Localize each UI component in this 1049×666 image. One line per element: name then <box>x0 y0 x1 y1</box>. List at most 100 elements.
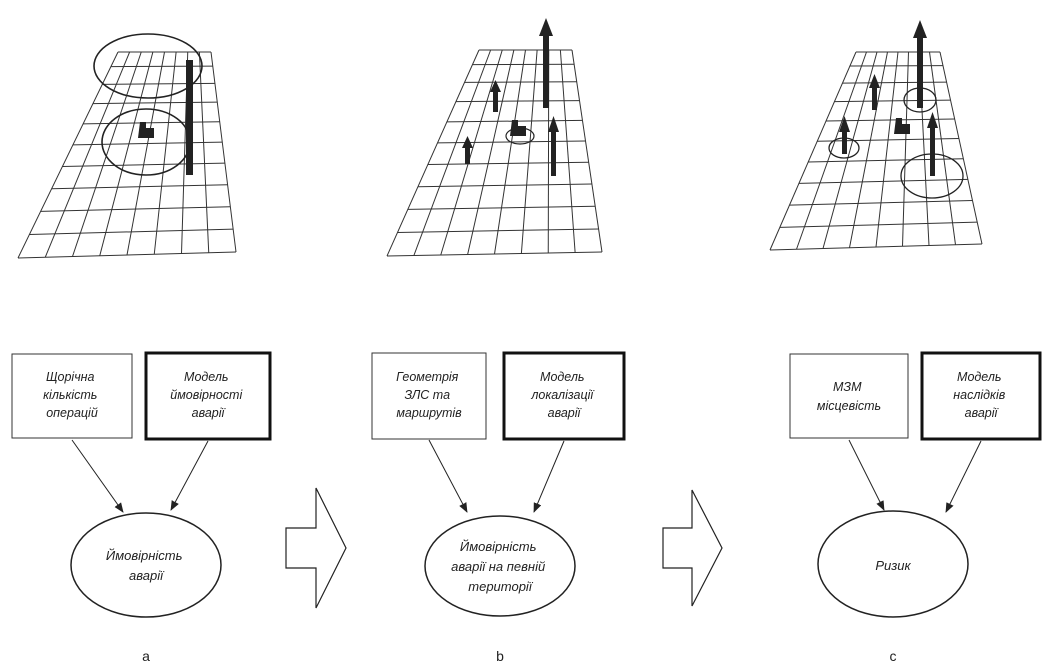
result-ellipse-text: Ймовірність аварії <box>106 547 186 583</box>
transition-arrow-a-to-b <box>285 487 347 609</box>
flow-arrow <box>848 439 885 511</box>
model-box-right <box>502 351 626 441</box>
probability-arrow-head <box>548 116 559 132</box>
grid-line <box>29 228 234 235</box>
input-box-left-text: Щорічна кількість операцій <box>43 370 101 420</box>
terrain-grid-c <box>769 51 983 251</box>
grid-line <box>40 206 231 212</box>
panel-label: b <box>496 648 504 664</box>
probability-bar <box>465 148 470 164</box>
probability-arrow-head <box>462 136 473 148</box>
grid-line <box>44 51 131 258</box>
installation-icon <box>138 122 154 138</box>
grid-a-markers <box>138 60 193 175</box>
result-ellipse <box>70 512 222 618</box>
grid-line <box>83 121 220 125</box>
risk-bar <box>930 128 935 176</box>
grid-line <box>397 228 599 233</box>
panel-label: a <box>142 648 150 664</box>
flow-arrow <box>170 440 209 511</box>
flow-arrow <box>428 439 468 513</box>
panel-a-flow: Щорічна кількість операцій Модель ймовір… <box>11 351 272 664</box>
grid-line <box>62 162 225 167</box>
grid-line <box>779 221 978 228</box>
probability-bar <box>493 92 498 112</box>
grid-line <box>407 205 596 210</box>
grid-line <box>769 51 857 251</box>
grid-line <box>520 49 538 254</box>
risk-arrow-head <box>927 112 938 128</box>
grid-line <box>929 51 956 245</box>
input-box-left-text: МЗМ місцевість <box>817 380 881 413</box>
grid-line <box>126 51 165 256</box>
transition-arrow-b-to-c <box>662 489 723 607</box>
grid-line <box>417 183 592 188</box>
grid-line <box>210 51 237 253</box>
model-box-right-text: Модель ймовірності аварії <box>170 370 245 420</box>
grid-line <box>455 100 580 103</box>
grid-line <box>386 49 480 257</box>
consequence-zone-ellipse <box>903 87 937 113</box>
grid-c-markers <box>839 20 938 176</box>
probability-arrow-head <box>490 80 501 92</box>
localization-ellipse <box>505 127 535 145</box>
grid-line <box>789 200 973 206</box>
model-box-right <box>144 351 272 441</box>
grid-line <box>72 51 142 257</box>
panel-c-flow: МЗМ місцевість Модель наслідків аварії Р… <box>789 351 1042 664</box>
grid-b-markers <box>462 18 559 176</box>
grid-line <box>902 51 909 247</box>
grid-line <box>822 51 878 249</box>
terrain-grid-a <box>17 51 237 259</box>
grid-line <box>464 81 577 83</box>
grid-line <box>72 141 223 146</box>
result-ellipse-text: Ймовірність аварії на певній території <box>451 538 549 594</box>
consequence-zone-ellipse <box>828 137 860 159</box>
flow-arrow <box>71 439 124 513</box>
terrain-grid-b <box>386 49 603 257</box>
grid-line <box>571 49 603 253</box>
grid-line <box>798 178 968 184</box>
consequence-zone-ellipse <box>900 153 964 199</box>
grid-line <box>494 49 526 255</box>
input-box-left-text: Геометрія ЗЛС та маршрутів <box>396 370 462 420</box>
model-box-right <box>920 351 1042 441</box>
grid-c-overlays <box>828 87 964 199</box>
grid-line <box>17 251 237 259</box>
grid-line <box>769 243 983 251</box>
grid-line <box>386 251 603 257</box>
grid-line <box>17 51 119 259</box>
risk-arrow-head <box>839 116 850 132</box>
panel-label: c <box>890 648 897 664</box>
grid-line <box>875 51 899 248</box>
result-ellipse <box>424 515 576 617</box>
probability-bar <box>186 60 193 175</box>
grid-line <box>939 51 983 245</box>
grid-line <box>198 51 210 253</box>
risk-bar <box>872 88 877 110</box>
grid-line <box>559 49 576 253</box>
panel-b-flow: Геометрія ЗЛС та маршрутів Модель локалі… <box>371 351 626 664</box>
grid-line <box>467 49 515 255</box>
model-box-right-text: Модель наслідків аварії <box>953 370 1009 420</box>
risk-bar <box>842 132 847 154</box>
probability-arrow-head <box>539 18 553 36</box>
grid-line <box>413 49 492 256</box>
result-ellipse <box>817 510 969 618</box>
flow-arrow <box>945 440 982 513</box>
grid-line <box>849 51 888 248</box>
grid-line <box>440 49 503 256</box>
input-box-left <box>11 353 133 439</box>
grid-line <box>102 82 215 85</box>
flow-arrow <box>533 440 565 513</box>
grid-line <box>99 51 154 256</box>
grid-line <box>51 184 228 190</box>
grid-line <box>842 81 947 84</box>
grid-line <box>817 138 959 142</box>
grid-line <box>808 158 964 163</box>
probability-bar <box>543 36 549 108</box>
risk-arrow-head <box>869 74 880 88</box>
grid-line <box>834 99 951 103</box>
risk-bar <box>917 38 923 108</box>
